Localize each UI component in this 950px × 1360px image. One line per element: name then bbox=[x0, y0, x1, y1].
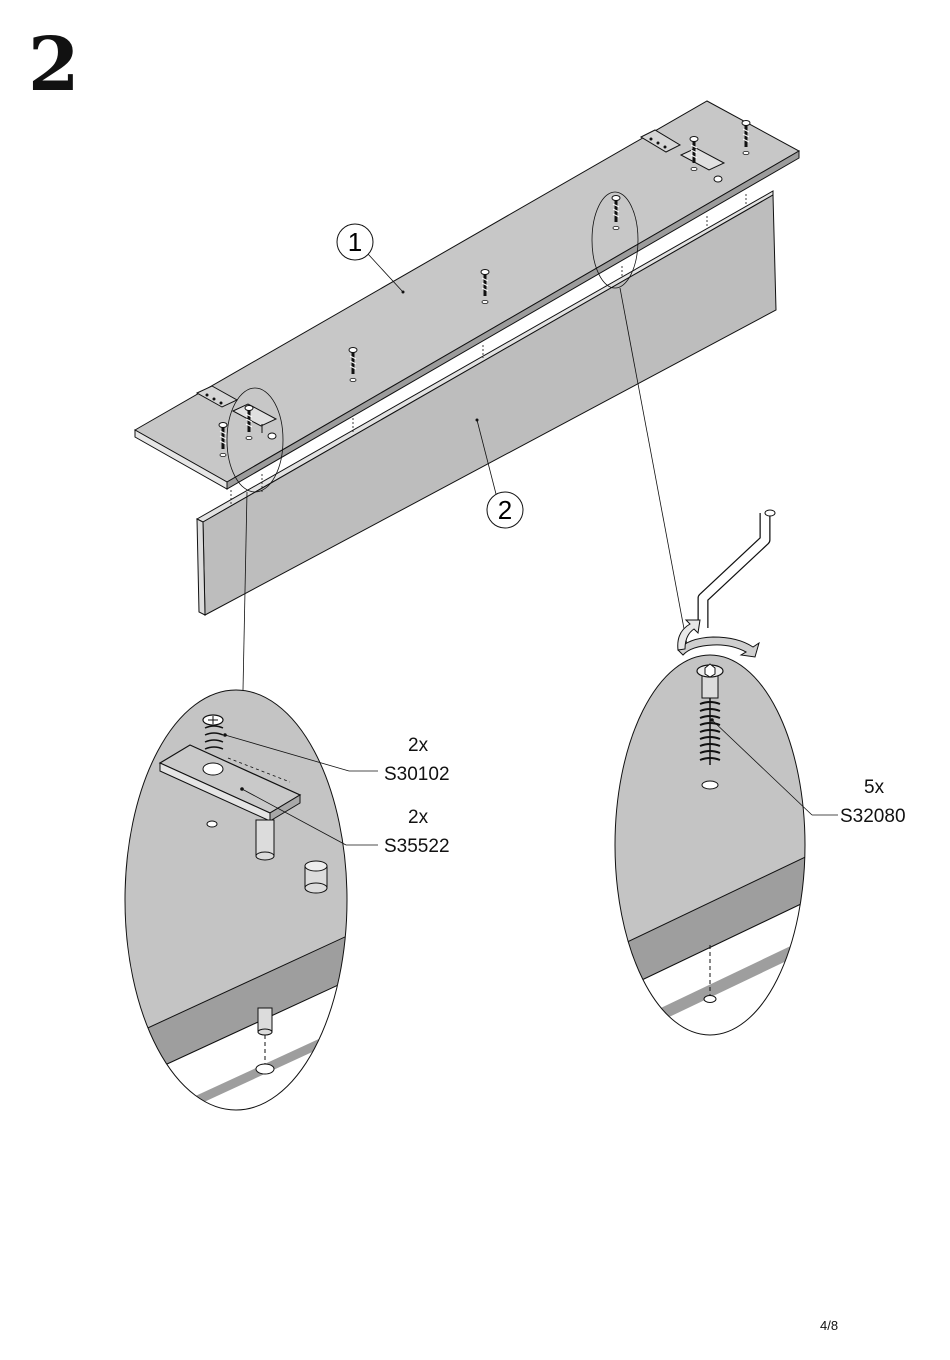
part-1-label: 1 bbox=[348, 227, 362, 257]
detail-view-left bbox=[100, 685, 378, 1200]
rotation-arrow-icon bbox=[678, 620, 759, 657]
qty-label: 2x bbox=[408, 736, 428, 755]
part-code-label: S35522 bbox=[384, 837, 450, 856]
hex-key-icon bbox=[703, 510, 775, 628]
part-code-label: S32080 bbox=[840, 807, 906, 826]
detail-view-right bbox=[600, 650, 838, 1050]
step-number: 2 bbox=[28, 28, 78, 102]
part-code-label: S30102 bbox=[384, 765, 450, 784]
callout-part-1: 1 bbox=[337, 224, 405, 294]
qty-label: 5x bbox=[864, 778, 884, 797]
page-number: 4/8 bbox=[820, 1318, 838, 1333]
part-2-label: 2 bbox=[498, 495, 512, 525]
qty-label: 2x bbox=[408, 808, 428, 827]
